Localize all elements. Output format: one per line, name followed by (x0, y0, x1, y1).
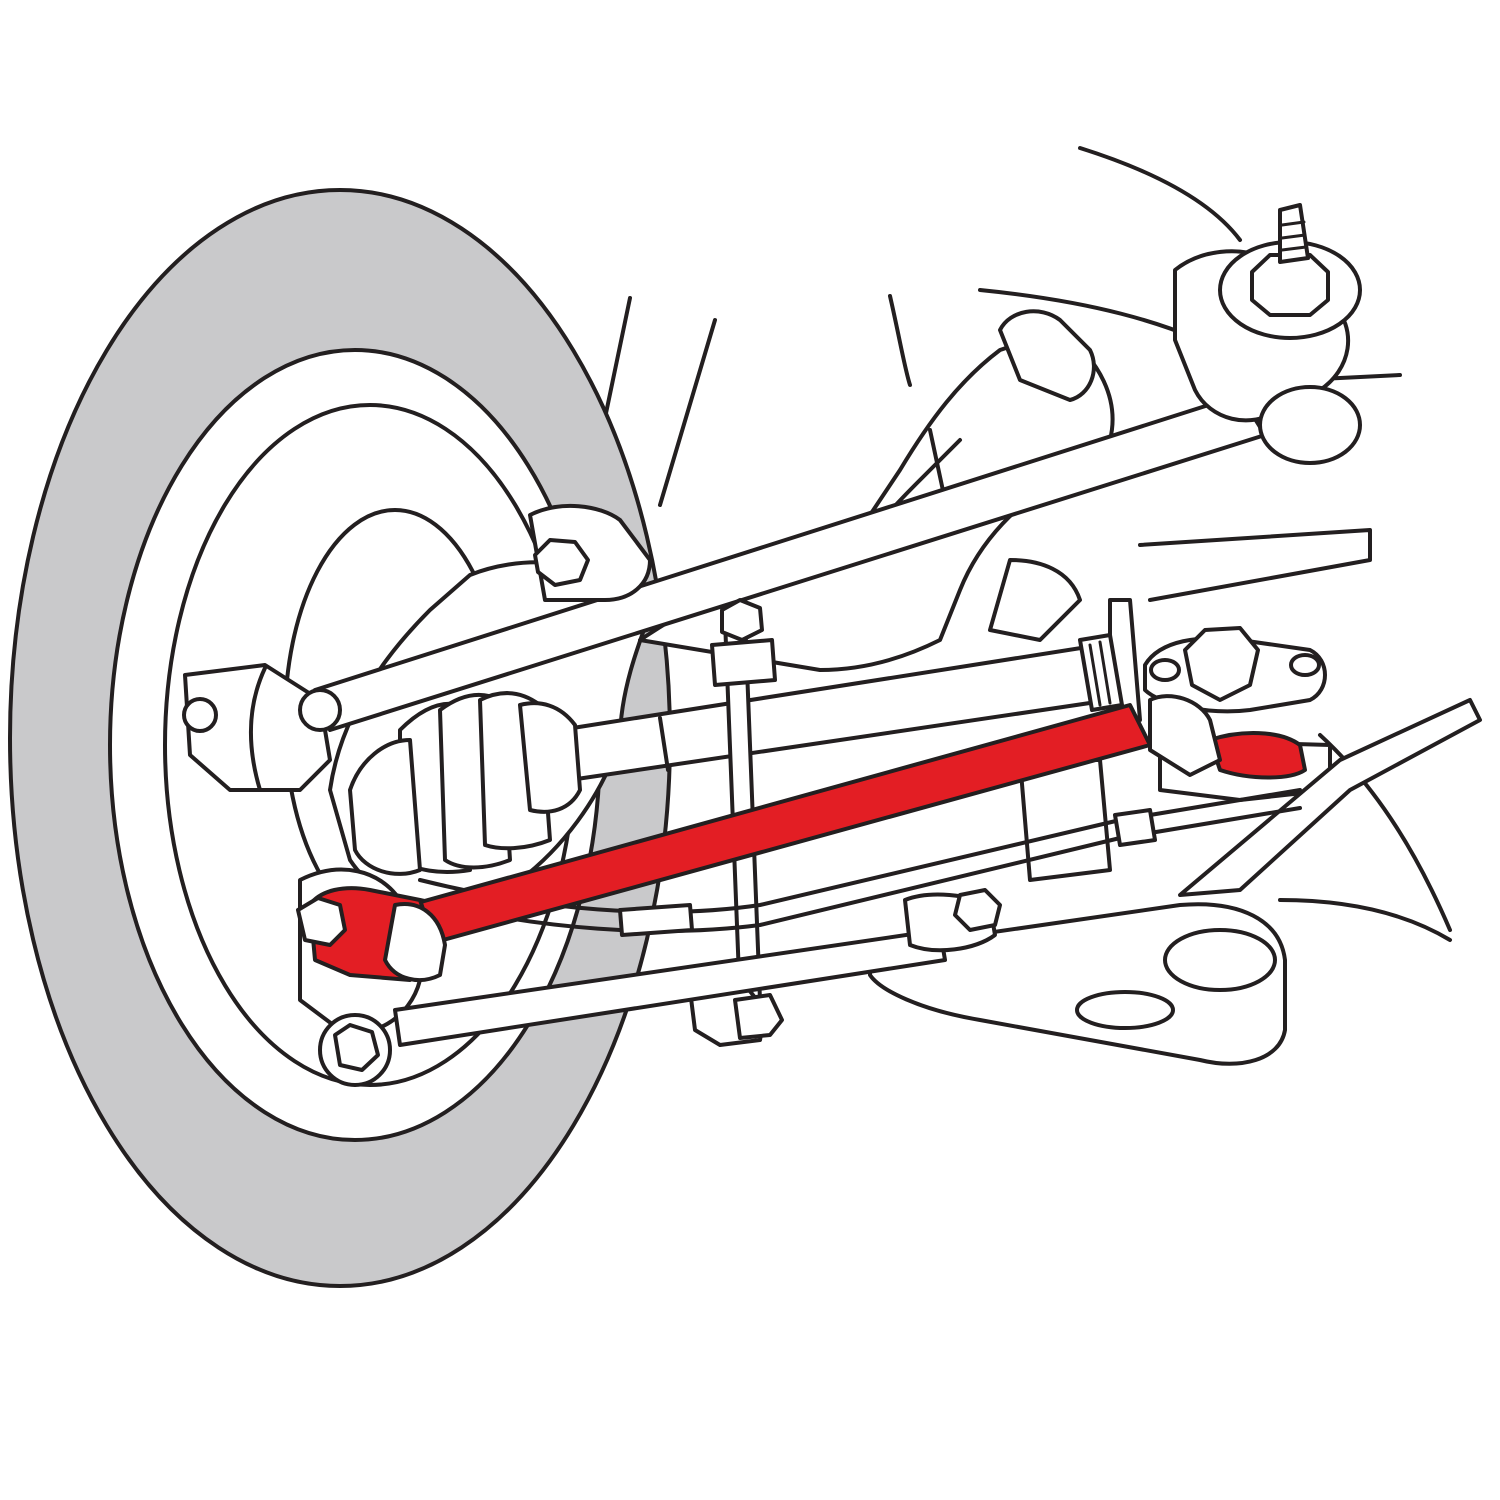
nut-icon (720, 598, 764, 642)
nut-icon (333, 1023, 380, 1072)
nut-icon (296, 896, 347, 947)
lower-link (318, 888, 1002, 1087)
nut-icon (533, 538, 590, 587)
nut-icon (953, 888, 1002, 932)
subframe-mount (1143, 626, 1327, 714)
cv-boot-icon (348, 691, 582, 876)
knuckle-fasteners (182, 503, 652, 733)
nut-icon (733, 993, 784, 1040)
top-stud (1218, 203, 1362, 340)
toe-arm-icon (296, 694, 1307, 982)
nut-icon (1250, 253, 1330, 317)
chassis-outlines (588, 146, 1452, 942)
nut-icon (1183, 626, 1260, 702)
bushing-hole (1075, 990, 1175, 1030)
bushing-hole (1163, 928, 1277, 992)
toe-arm-inner-mount (1208, 731, 1307, 780)
drive-shaft (348, 633, 1124, 876)
ball-joint-icon (1258, 385, 1362, 465)
stud-icon (1278, 203, 1310, 264)
